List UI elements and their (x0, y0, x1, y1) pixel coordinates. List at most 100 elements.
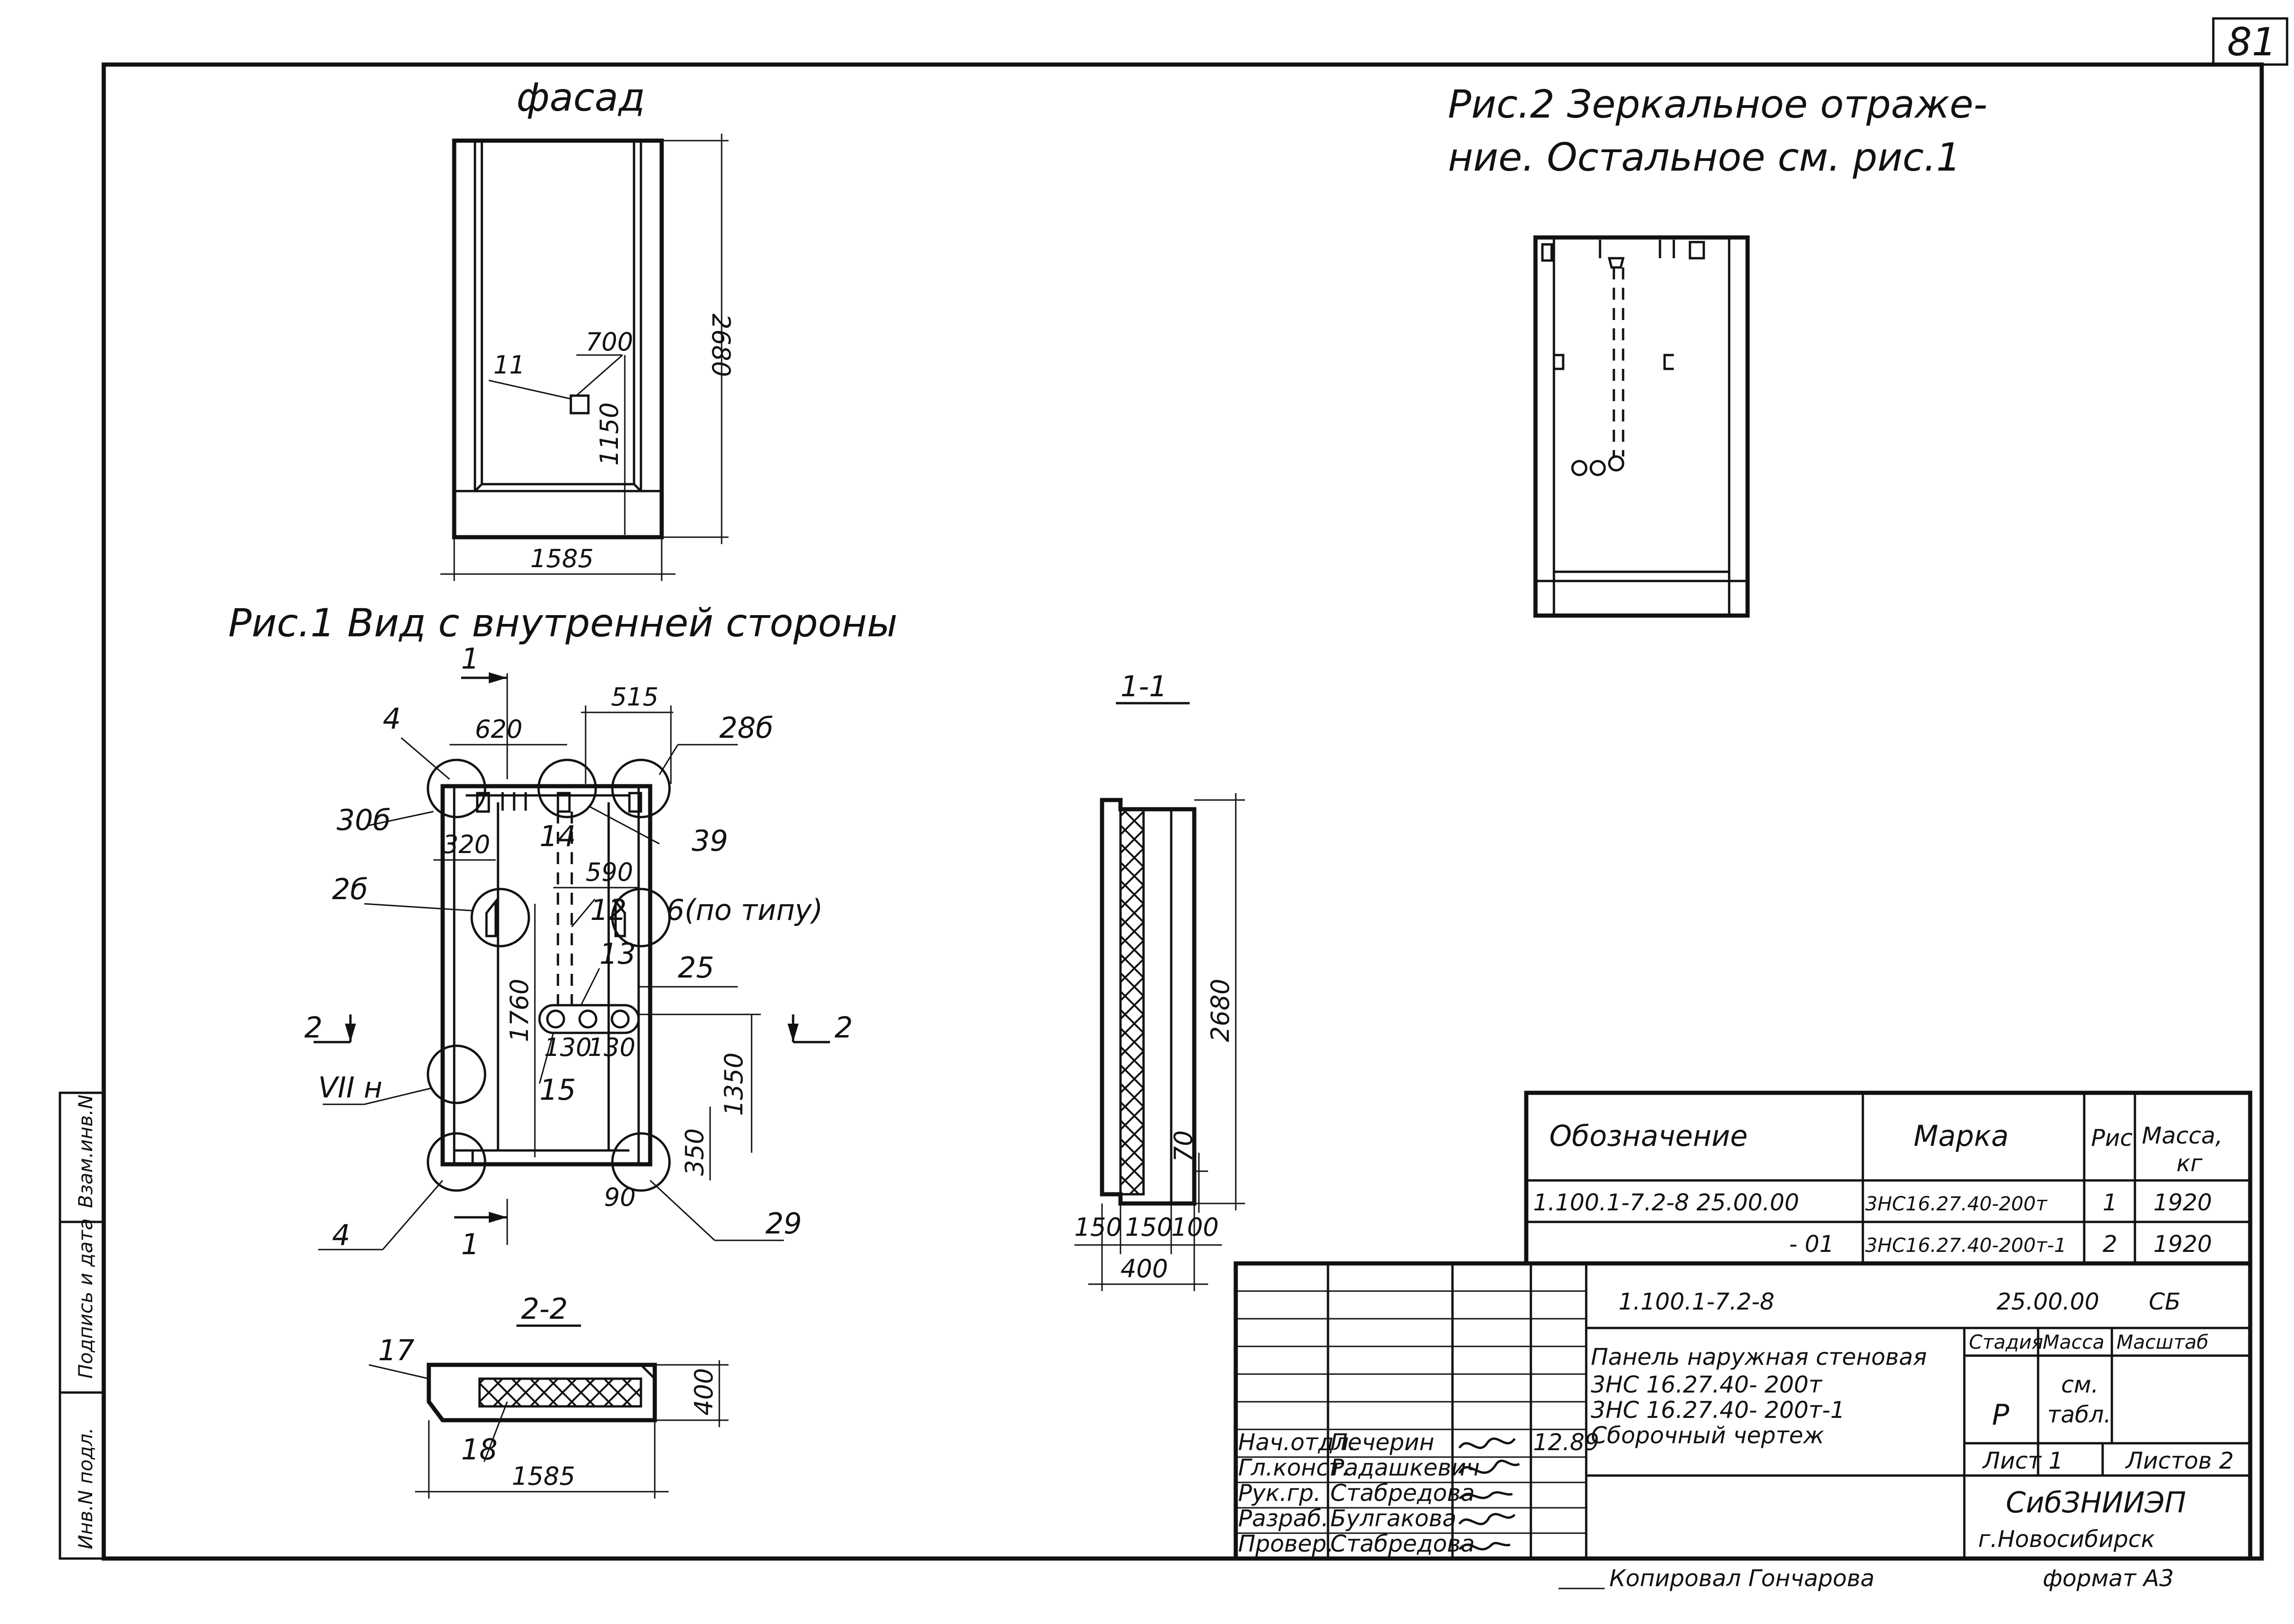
section-2-2-dim-1585: 1585 (512, 1462, 575, 1491)
fig1-section-2-right: 2 (835, 1011, 853, 1044)
fig2-title-line1: Рис.2 Зеркальное отраже- (1448, 82, 1987, 127)
tb-scale-label: Масштаб (2116, 1331, 2209, 1353)
fig2-title-line2: ние. Остальное см. рис.1 (1448, 135, 1961, 180)
spec-row1-mass: 1920 (2153, 1189, 2212, 1216)
spec-row2-mass: 1920 (2153, 1231, 2212, 1257)
fig1-callout-30b: 30б (337, 803, 391, 837)
tb-title-line-2: 3НС 16.27.40- 200т-1 (1591, 1397, 1845, 1423)
section-1-1-title: 1-1 (1120, 670, 1167, 703)
tb-sheet-label: Лист 1 (1982, 1447, 2063, 1474)
section-1-1-dim-400: 400 (1120, 1254, 1168, 1283)
tb-doc-code: 1.100.1-7.2-8 (1618, 1288, 1774, 1315)
fig1-dim-130b: 130 (588, 1033, 635, 1062)
tb-org-1: г.Новосибирск (1978, 1526, 2155, 1553)
fig1-dim-90: 90 (604, 1183, 636, 1212)
facade-view: фасад 11 700 1150 2680 1585 (440, 75, 735, 581)
section-1-1-dim-150b: 150 (1125, 1213, 1173, 1242)
fig1-callout-4-top: 4 (383, 702, 401, 735)
page-number: 81 (2227, 19, 2276, 65)
section-1-1-dim-150a: 150 (1074, 1213, 1122, 1242)
tb-mass-label: Масса (2043, 1331, 2104, 1353)
facade-dim-700: 700 (586, 327, 633, 356)
tb-title-line-0: Панель наружная стеновая (1591, 1344, 1927, 1370)
signature-1 (1458, 1459, 1520, 1474)
fig1-callout-15: 15 (539, 1073, 576, 1107)
section-2-2-title: 2-2 (521, 1292, 568, 1326)
stamp-field-sign-date: Подпись и дата (74, 1218, 97, 1379)
tb-role-3: Разраб. (1238, 1505, 1328, 1532)
spec-header-mass: Масса, (2142, 1122, 2223, 1149)
section-1-1-view: 1-1 2680 70 150 150 100 400 (1074, 670, 1245, 1291)
spec-row2-mark: 3НС16.27.40-200т-1 (1865, 1234, 2066, 1257)
facade-dim-2680: 2680 (706, 314, 735, 377)
tb-stage-label: Стадия (1969, 1331, 2043, 1353)
signature-0 (1458, 1437, 1516, 1449)
tb-title-line-3: Сборочный чертеж (1591, 1422, 1824, 1449)
signature-2 (1458, 1491, 1513, 1500)
section-1-1-dim-2680: 2680 (1206, 979, 1235, 1042)
section-2-2-callout-17: 17 (378, 1334, 415, 1367)
fig1-dim-320: 320 (443, 830, 490, 859)
tb-role-1: Гл.конст. (1238, 1454, 1350, 1481)
tb-mass-value-0: см. (2061, 1371, 2098, 1398)
copied-by: Копировал Гончарова (1609, 1565, 1874, 1592)
section-2-2-callout-18: 18 (461, 1433, 498, 1466)
fig1-dim-1350: 1350 (719, 1053, 748, 1116)
title-block: Нач.отдл. Гл.конст. Рук.гр. Разраб. Пров… (1233, 1261, 2253, 1561)
fig1-callout-vii-h: VII н (318, 1071, 382, 1104)
spec-row1-mark: 3НС16.27.40-200т (1865, 1192, 2048, 1215)
spec-header-mark: Марка (1914, 1119, 2009, 1153)
fig1-dim-620: 620 (475, 715, 522, 744)
fig1-callout-12: 12 (590, 893, 627, 927)
stamp-field-replace-inv: Взам.инв.N (74, 1095, 97, 1208)
section-1-1-dim-100: 100 (1171, 1213, 1219, 1242)
spec-row1-designation: 1.100.1-7.2-8 25.00.00 (1533, 1189, 1799, 1216)
facade-title: фасад (516, 75, 645, 120)
facade-callout-11: 11 (493, 350, 525, 379)
fig1-callout-14: 14 (539, 819, 576, 853)
spec-header-mass-unit: кг (2176, 1150, 2203, 1177)
tb-stage-value: Р (1992, 1398, 2009, 1432)
fig1-section-1-bottom: 1 (461, 1227, 479, 1261)
facade-dim-1150: 1150 (595, 403, 624, 466)
tb-date: 12.89 (1533, 1429, 1599, 1456)
tb-name-0: Печерин (1330, 1429, 1434, 1456)
fig2-mirror-view: Рис.2 Зеркальное отраже- ние. Остальное … (1448, 82, 1987, 618)
tb-sheets-label: Листов 2 (2125, 1447, 2234, 1474)
fig1-internal-view: Рис.1 Вид с внутренней стороны 1 (228, 600, 898, 1261)
left-stamp-strip: Взам.инв.N Подпись и дата Инв.N подл. (59, 1091, 105, 1560)
fig1-callout-6: 6(по типу) (666, 893, 823, 927)
section-2-2-dim-400: 400 (689, 1368, 718, 1416)
tb-role-4: Провер. (1238, 1530, 1334, 1557)
spec-header-designation: Обозначение (1549, 1119, 1748, 1153)
spec-row2-designation: - 01 (1789, 1231, 1834, 1257)
stamp-field-inv-no: Инв.N подл. (74, 1428, 97, 1549)
tb-role-0: Нач.отдл. (1238, 1429, 1356, 1456)
tb-name-2: Стабредова (1330, 1480, 1475, 1506)
fig1-dim-1760: 1760 (505, 979, 534, 1042)
fig1-dim-515: 515 (611, 682, 658, 711)
tb-role-2: Рук.гр. (1238, 1480, 1321, 1506)
fig1-callout-39: 39 (692, 824, 728, 858)
tb-doc-number: 25.00.00 (1997, 1288, 2099, 1315)
tb-title-line-1: 3НС 16.27.40- 200т (1591, 1371, 1823, 1398)
signature-4 (1458, 1541, 1511, 1551)
spec-row2-fig: 2 (2103, 1231, 2117, 1257)
fig1-callout-4-bottom: 4 (332, 1218, 350, 1252)
fig1-callout-2b: 2б (332, 872, 368, 906)
fig1-section-1-top: 1 (461, 642, 479, 676)
tb-org-0: СибЗНИИЭП (2006, 1486, 2186, 1519)
tb-name-1: Радашкевич (1330, 1454, 1480, 1481)
spec-header-fig: Рис (2091, 1125, 2133, 1151)
section-2-2-view: 2-2 17 18 400 1585 (368, 1292, 729, 1499)
tb-doc-type: СБ (2149, 1288, 2181, 1315)
tb-name-3: Булгакова (1330, 1505, 1457, 1532)
signature-3 (1458, 1513, 1516, 1525)
sheet-format: формат А3 (2043, 1565, 2174, 1592)
fig1-callout-29: 29 (765, 1207, 802, 1240)
fig1-section-2-left: 2 (304, 1011, 322, 1044)
sheet-frame (101, 62, 2264, 1561)
tb-mass-value-1: табл. (2047, 1401, 2111, 1428)
